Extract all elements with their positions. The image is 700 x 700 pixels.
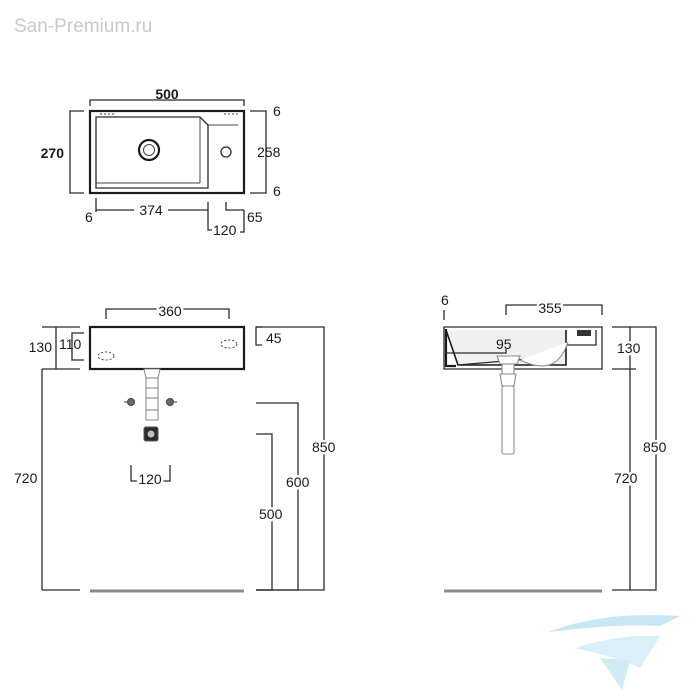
side-overflow-pipe — [519, 341, 569, 367]
side-trap-body — [499, 373, 517, 387]
dim-depth-line — [69, 110, 84, 194]
dim-tap-edge-label: 65 — [247, 209, 263, 225]
logo-swoosh-top — [548, 614, 680, 632]
side-dim-total-line — [612, 326, 657, 591]
dim-rim-bottom-label: 6 — [273, 183, 281, 199]
dim-fixing-line — [105, 308, 230, 319]
dim-bowl-width-label: 374 — [139, 202, 163, 218]
dim-height-right-label: 45 — [266, 330, 282, 346]
dim-fixing-label: 360 — [158, 303, 182, 319]
watermark-text: San-Premium.ru — [14, 16, 152, 37]
side-trap-pipe — [501, 385, 515, 455]
dim-total-height-line — [256, 326, 325, 591]
dim-height-inner-label: 110 — [59, 336, 82, 352]
supply-valve-left — [127, 398, 135, 406]
waste-flange — [143, 368, 161, 379]
wall-outlet-hole — [147, 430, 155, 438]
dim-inner-depth-line — [250, 110, 267, 194]
dim-projection-line — [505, 304, 603, 315]
dim-height-left-label: 130 — [29, 339, 53, 355]
dim-height-right-line — [255, 326, 262, 346]
logo-swoosh-body — [575, 635, 660, 668]
dim-width-line — [89, 99, 245, 106]
side-dim-basin-label: 130 — [617, 340, 641, 356]
dim-tap-edge-line — [225, 202, 244, 211]
waste-pipe — [145, 377, 159, 421]
dim-height-inner-line — [71, 332, 84, 361]
dim-tap-offset-line — [207, 202, 212, 231]
dim-floor-to-basin-label: 720 — [14, 470, 38, 486]
dim-trap-height-label: 600 — [286, 474, 310, 490]
dim-waste-position-line — [446, 349, 507, 354]
dim-total-height-label: 850 — [312, 439, 336, 455]
drain-inner — [143, 144, 155, 156]
basin-top-outline — [88, 109, 246, 195]
side-dim-floor-label: 720 — [614, 470, 638, 486]
dim-supply-spacing-line — [130, 465, 171, 482]
brand-logo — [548, 614, 680, 690]
dim-depth-label: 270 — [41, 145, 65, 161]
dim-waste-height-line — [256, 433, 273, 591]
dim-width-label: 500 — [155, 86, 179, 102]
basin-side-outline — [443, 326, 603, 370]
bowl-inner-outline — [95, 116, 209, 189]
side-dim-total-label: 850 — [643, 439, 667, 455]
supply-valve-right — [166, 398, 174, 406]
basin-front-outline — [88, 325, 246, 371]
top-view: 500 270 6 258 6 6 374 120 65 — [41, 86, 281, 238]
fixing-mark-right — [220, 339, 238, 349]
dim-rim-top-label: 6 — [273, 103, 281, 119]
dim-tap-offset-label: 120 — [213, 222, 237, 238]
dim-rim-left-label: 6 — [85, 209, 93, 225]
side-view: 6 355 95 130 720 850 — [441, 292, 669, 593]
front-view: 360 130 110 45 720 120 850 600 500 — [12, 301, 338, 593]
dim-waste-height-label: 500 — [259, 506, 283, 522]
side-rim-label: 6 — [441, 292, 449, 308]
drain-outer — [137, 138, 161, 162]
side-waste-collar — [501, 363, 515, 375]
dim-inner-depth-label: 258 — [257, 144, 281, 160]
tap-hole — [220, 146, 232, 158]
basin-side-tap-deck — [577, 330, 591, 336]
side-waste-flange — [496, 355, 521, 365]
dim-supply-spacing-label: 120 — [138, 471, 162, 487]
dim-projection-label: 355 — [538, 300, 562, 316]
logo-swoosh-tail — [600, 658, 630, 690]
fixing-mark-left — [97, 351, 115, 361]
dim-tap-offset-end — [240, 210, 245, 233]
dim-trap-height-line — [256, 402, 299, 591]
basin-side-wall — [444, 329, 456, 368]
dim-waste-position-label: 95 — [496, 336, 512, 352]
